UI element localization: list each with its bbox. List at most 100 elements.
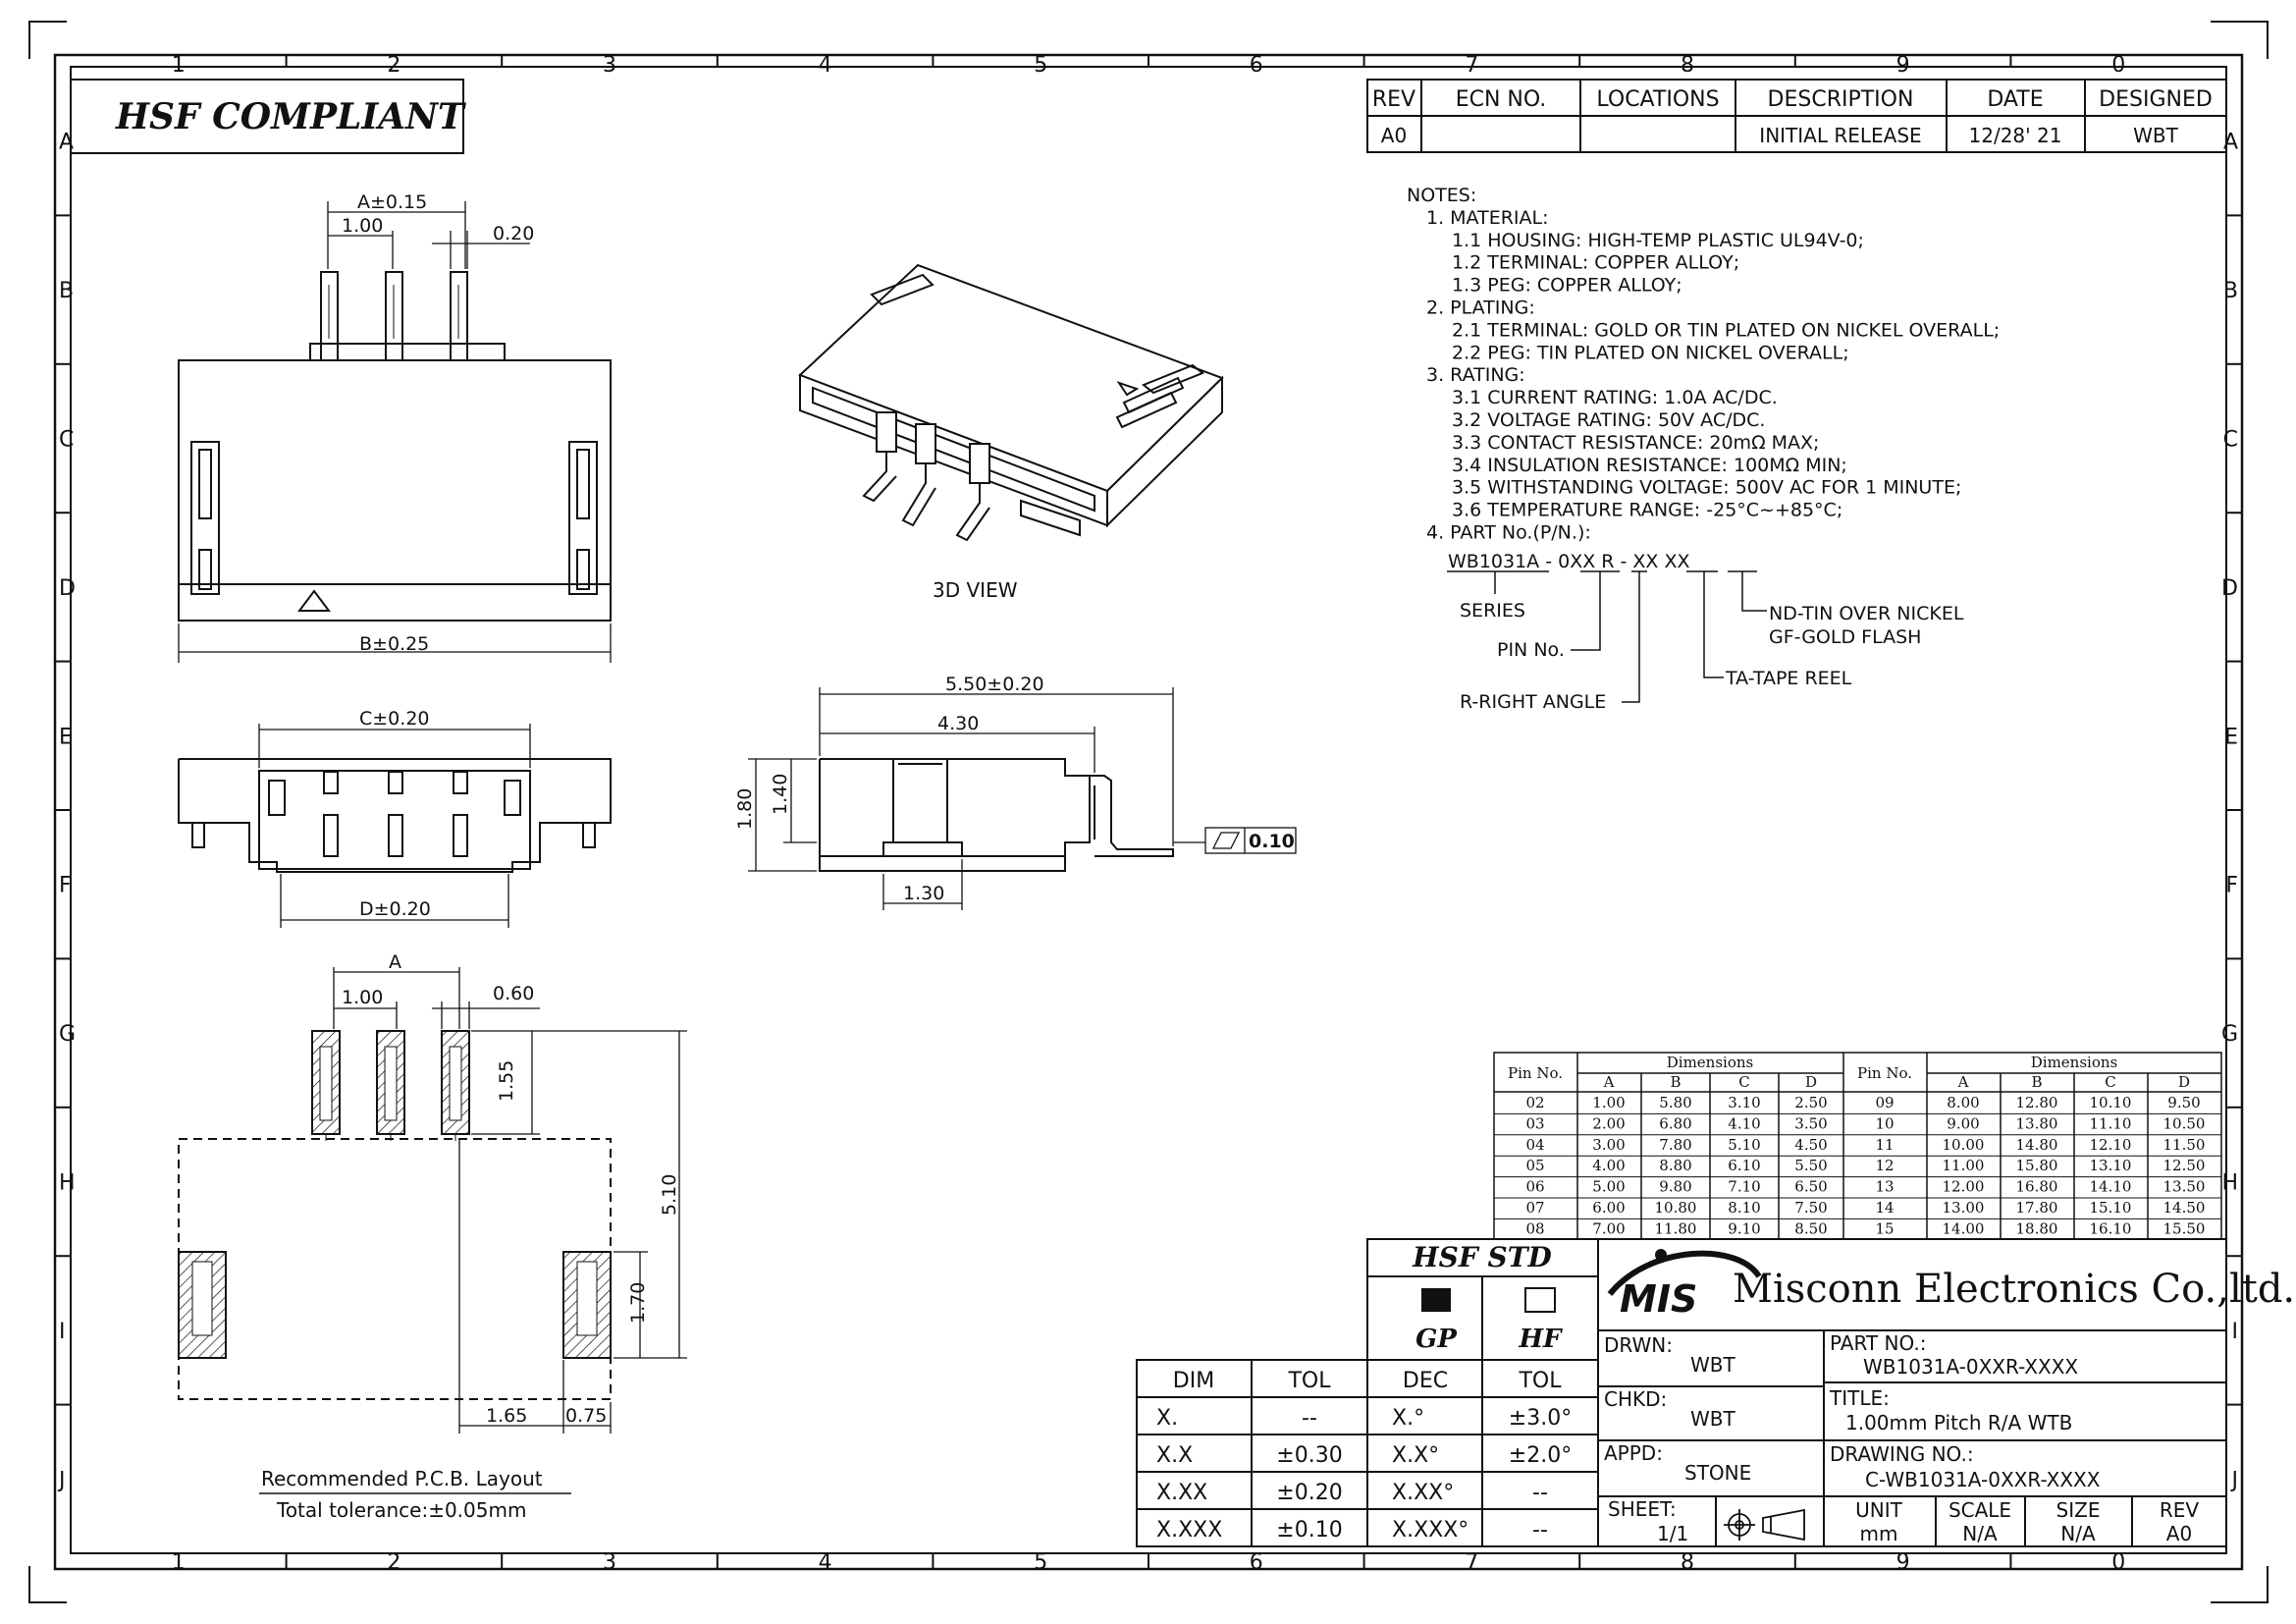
dim-pin-width: 0.20 [493, 223, 534, 244]
row-label-left: F [59, 874, 72, 898]
row-label-left: C [59, 428, 74, 453]
dim-table-subheader: C [2105, 1073, 2115, 1091]
hsf-row-tol-2: ±2.0° [1509, 1443, 1572, 1468]
dim-table-cell: 1.00 [1592, 1094, 1625, 1111]
dim-table-cell: 11.80 [1655, 1219, 1697, 1237]
note-line: 2.2 PEG: TIN PLATED ON NICKEL OVERALL; [1452, 342, 1849, 363]
dim-table-cell: 6.50 [1794, 1178, 1827, 1196]
chkd-label: CHKD: [1604, 1387, 1667, 1411]
rev-header-designed: DESIGNED [2099, 87, 2213, 112]
dim-d-tol: D±0.20 [359, 898, 431, 920]
dim-flatness: 0.10 [1249, 831, 1295, 852]
dim-table-cell: 5.80 [1659, 1094, 1691, 1111]
revision-table [1366, 79, 2227, 153]
note-line: 1. MATERIAL: [1426, 207, 1548, 229]
sheet-label: SHEET: [1608, 1497, 1677, 1521]
dim-table-cell: 3.50 [1794, 1114, 1827, 1132]
dimension-table-header: Pin No. Dimensions Pin No. Dimensions [1508, 1054, 2117, 1082]
column-label-top: 5 [1034, 53, 1047, 78]
column-label-top: 8 [1681, 53, 1694, 78]
dim-table-cell: 12.10 [2090, 1136, 2132, 1154]
company-name: Misconn Electronics Co.,ltd. [1733, 1267, 2295, 1312]
dim-table-cell: 7.00 [1592, 1219, 1625, 1237]
scale-label: SCALE [1949, 1498, 2011, 1522]
column-label-top: 2 [387, 53, 400, 78]
sheet-value: 1/1 [1657, 1522, 1688, 1545]
row-label-right: H [2221, 1171, 2238, 1196]
dim-table-cell: 8.80 [1659, 1157, 1691, 1174]
row-label-right: B [2223, 279, 2238, 303]
note-line: 2.1 TERMINAL: GOLD OR TIN PLATED ON NICK… [1452, 319, 2000, 341]
dim-table-cell: 7.10 [1728, 1178, 1760, 1196]
hsf-std-gp: GP [1415, 1325, 1458, 1354]
drwn-value: WBT [1690, 1353, 1735, 1377]
dim-table-subheader: B [1670, 1073, 1681, 1091]
row-label-right: I [2232, 1320, 2239, 1344]
dim-table-cell: 10 [1875, 1114, 1894, 1132]
dim-c-tol: C±0.20 [359, 708, 430, 730]
appd-value: STONE [1684, 1461, 1751, 1485]
note-line: 1.3 PEG: COPPER ALLOY; [1452, 275, 1682, 297]
top-view-dims [178, 201, 612, 663]
dim-table-cell: 11.10 [2090, 1114, 2132, 1132]
pn-right-angle: R-RIGHT ANGLE [1460, 691, 1606, 713]
pn-code: WB1031A - 0XX R - XX XX [1448, 551, 1690, 572]
hf-empty-square [1524, 1287, 1556, 1313]
size-label: SIZE [2056, 1498, 2101, 1522]
hsf-row-dec-1: X.° [1392, 1406, 1424, 1431]
dim-table-cell: 10.00 [1943, 1136, 1985, 1154]
third-angle-projection-icon [1724, 1508, 1805, 1542]
dim-table-cell: 15.10 [2090, 1199, 2132, 1217]
column-label-bottom: 8 [1681, 1550, 1694, 1575]
dim-table-cell: 9.00 [1947, 1114, 1979, 1132]
row-label-left: J [57, 1468, 66, 1492]
dim-pcb-pad-h: 1.55 [496, 1060, 517, 1102]
tol-row-dim-4: X.XXX [1156, 1518, 1222, 1543]
dim-table-cell: 12 [1875, 1157, 1894, 1174]
column-label-bottom: 0 [2111, 1550, 2125, 1575]
size-value: N/A [2060, 1522, 2096, 1545]
hsf-row-tol-3: -- [1532, 1481, 1548, 1505]
rev-row-description: INITIAL RELEASE [1759, 124, 1921, 147]
dim-table-cell: 16.10 [2090, 1219, 2132, 1237]
pn-pin-no: PIN No. [1497, 639, 1565, 661]
dim-table-subheader: A [1603, 1073, 1615, 1091]
row-label-right: C [2223, 428, 2238, 453]
note-line: 1.1 HOUSING: HIGH-TEMP PLASTIC UL94V-0; [1452, 230, 1864, 251]
unit-label: UNIT [1855, 1498, 1902, 1522]
note-line: 3.6 TEMPERATURE RANGE: -25°C~+85°C; [1452, 500, 1842, 521]
drwn-label: DRWN: [1604, 1333, 1673, 1357]
hsf-row-tol-1: ±3.0° [1509, 1406, 1572, 1431]
note-line: NOTES: [1407, 185, 1476, 206]
rev-header-ecn: ECN NO. [1456, 87, 1547, 112]
row-label-right: D [2221, 576, 2238, 601]
dim-table-subheader: C [1738, 1073, 1749, 1091]
frame-row-ticks [55, 214, 2242, 1406]
row-label-right: G [2221, 1022, 2238, 1047]
dim-side-total: 5.50±0.20 [945, 674, 1044, 695]
dim-table-cell: 10.50 [2163, 1114, 2206, 1132]
drawing-no-value: C-WB1031A-0XXR-XXXX [1865, 1468, 2101, 1491]
column-label-top: 0 [2111, 53, 2125, 78]
rev-value: A0 [2166, 1522, 2192, 1545]
mis-logo: MIS [1607, 1249, 1762, 1321]
note-line: 3.3 CONTACT RESISTANCE: 20mΩ MAX; [1452, 432, 1819, 454]
dim-table-cell: 14 [1875, 1199, 1894, 1217]
row-label-left: E [59, 725, 73, 749]
part-no-value: WB1031A-0XXR-XXXX [1863, 1355, 2078, 1379]
dim-table-cell: 08 [1525, 1219, 1544, 1237]
hsf-row-dec-3: X.XX° [1392, 1481, 1454, 1505]
chkd-value: WBT [1690, 1407, 1735, 1431]
row-label-right: E [2224, 725, 2238, 749]
dim-table-cell: 13.10 [2090, 1157, 2132, 1174]
dim-table-cell: 4.00 [1592, 1157, 1625, 1174]
dim-table-cell: 13.80 [2016, 1114, 2058, 1132]
hsf-std-title: HSF STD [1412, 1241, 1552, 1273]
dim-table-subheader: D [1805, 1073, 1817, 1091]
tol-row-tol-3: ±0.20 [1276, 1481, 1342, 1505]
dim-table-cell: 18.80 [2016, 1219, 2058, 1237]
note-line: 1.2 TERMINAL: COPPER ALLOY; [1452, 252, 1739, 274]
column-label-bottom: 5 [1034, 1550, 1047, 1575]
pcb-tolerance: Total tolerance:±0.05mm [276, 1498, 526, 1522]
dim-side-foot: 1.30 [903, 883, 944, 904]
